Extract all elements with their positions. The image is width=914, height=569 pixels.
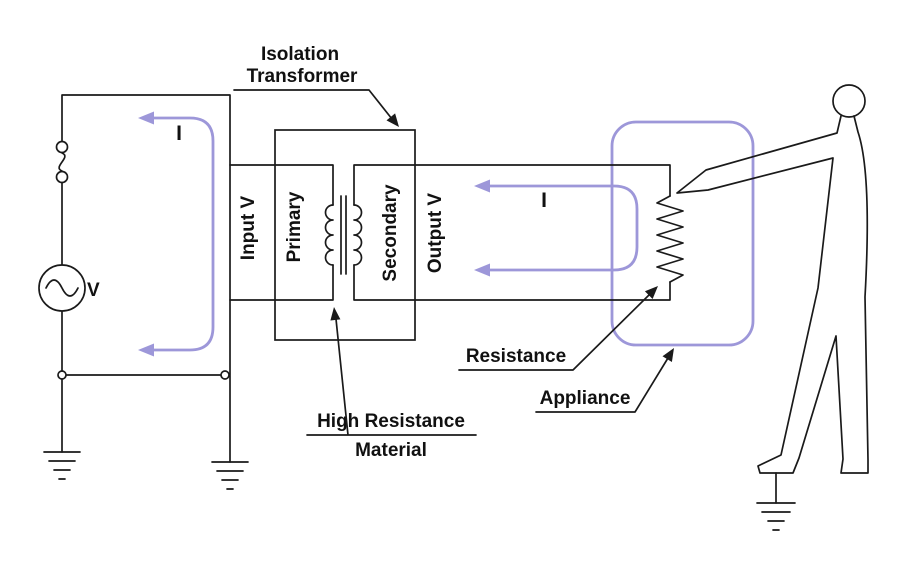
fuse-element [58, 152, 66, 172]
fuse-terminal-top [55, 140, 69, 154]
fuse-terminal-bottom [55, 170, 69, 184]
source-circuit-wires [61, 94, 231, 463]
label-current-right: I [541, 189, 547, 212]
label-high-resistance-line2: Material [355, 440, 427, 461]
terminal-dot-right [220, 370, 230, 380]
leader-high-resistance [306, 318, 477, 436]
primary-wires [229, 164, 334, 301]
appliance-enclosure [610, 120, 755, 347]
leader-appliance [535, 357, 669, 413]
ac-source [38, 264, 86, 312]
appliance-outline [610, 120, 755, 347]
current-arrow-left-top [138, 111, 154, 125]
label-appliance: Appliance [540, 388, 631, 409]
leader-arrowhead-appliance [662, 348, 674, 362]
source-circuit [38, 94, 231, 463]
leader-arrowhead-isolation-transformer [386, 113, 399, 127]
person-body-outline [676, 115, 869, 474]
secondary-coil [353, 204, 363, 266]
ground-icon [43, 451, 81, 480]
primary-coil [324, 204, 334, 266]
label-high-resistance-line1: High Resistance [317, 411, 465, 432]
current-loop-right [474, 179, 639, 277]
current-loop-left [138, 111, 215, 357]
label-secondary: Secondary [380, 184, 401, 282]
ground-icon [211, 461, 249, 490]
secondary-wires [353, 164, 671, 301]
fuse-switch [55, 140, 69, 184]
leader-arrowhead-resistance [644, 286, 658, 299]
ground-symbol-neutral [211, 461, 249, 490]
ground-symbol-source [43, 451, 81, 480]
current-path-left [150, 116, 215, 352]
transformer-core [340, 195, 347, 275]
transformer-box [274, 129, 416, 341]
label-primary: Primary [284, 191, 305, 262]
person-figure [676, 84, 869, 504]
label-isolation-transformer-line2: Transformer [247, 66, 358, 87]
transformer [229, 129, 416, 341]
ground-symbol-person [756, 502, 796, 531]
load-circuit [353, 164, 684, 301]
current-arrow-right-bottom [474, 263, 490, 277]
current-arrow-left-bottom [138, 343, 154, 357]
resistor-zigzag [656, 195, 684, 283]
sine-wave-icon [45, 279, 79, 297]
label-resistance: Resistance [466, 346, 566, 367]
leader-resistance [458, 293, 651, 371]
terminal-dot-left [57, 370, 67, 380]
label-current-left: I [176, 122, 182, 145]
label-source-voltage: V [87, 280, 100, 301]
annotations: Isolation Transformer Input V Primary Se… [87, 44, 674, 461]
person-head [832, 84, 866, 118]
label-output-voltage: Output V [425, 193, 446, 274]
current-path-right [486, 184, 639, 272]
current-arrow-right-top [474, 179, 490, 193]
ground-icon [756, 502, 796, 531]
leader-isolation-transformer [233, 89, 393, 120]
label-isolation-transformer-line1: Isolation [261, 44, 339, 65]
leader-arrowhead-high-resistance [330, 307, 341, 321]
label-input-voltage: Input V [238, 195, 259, 260]
